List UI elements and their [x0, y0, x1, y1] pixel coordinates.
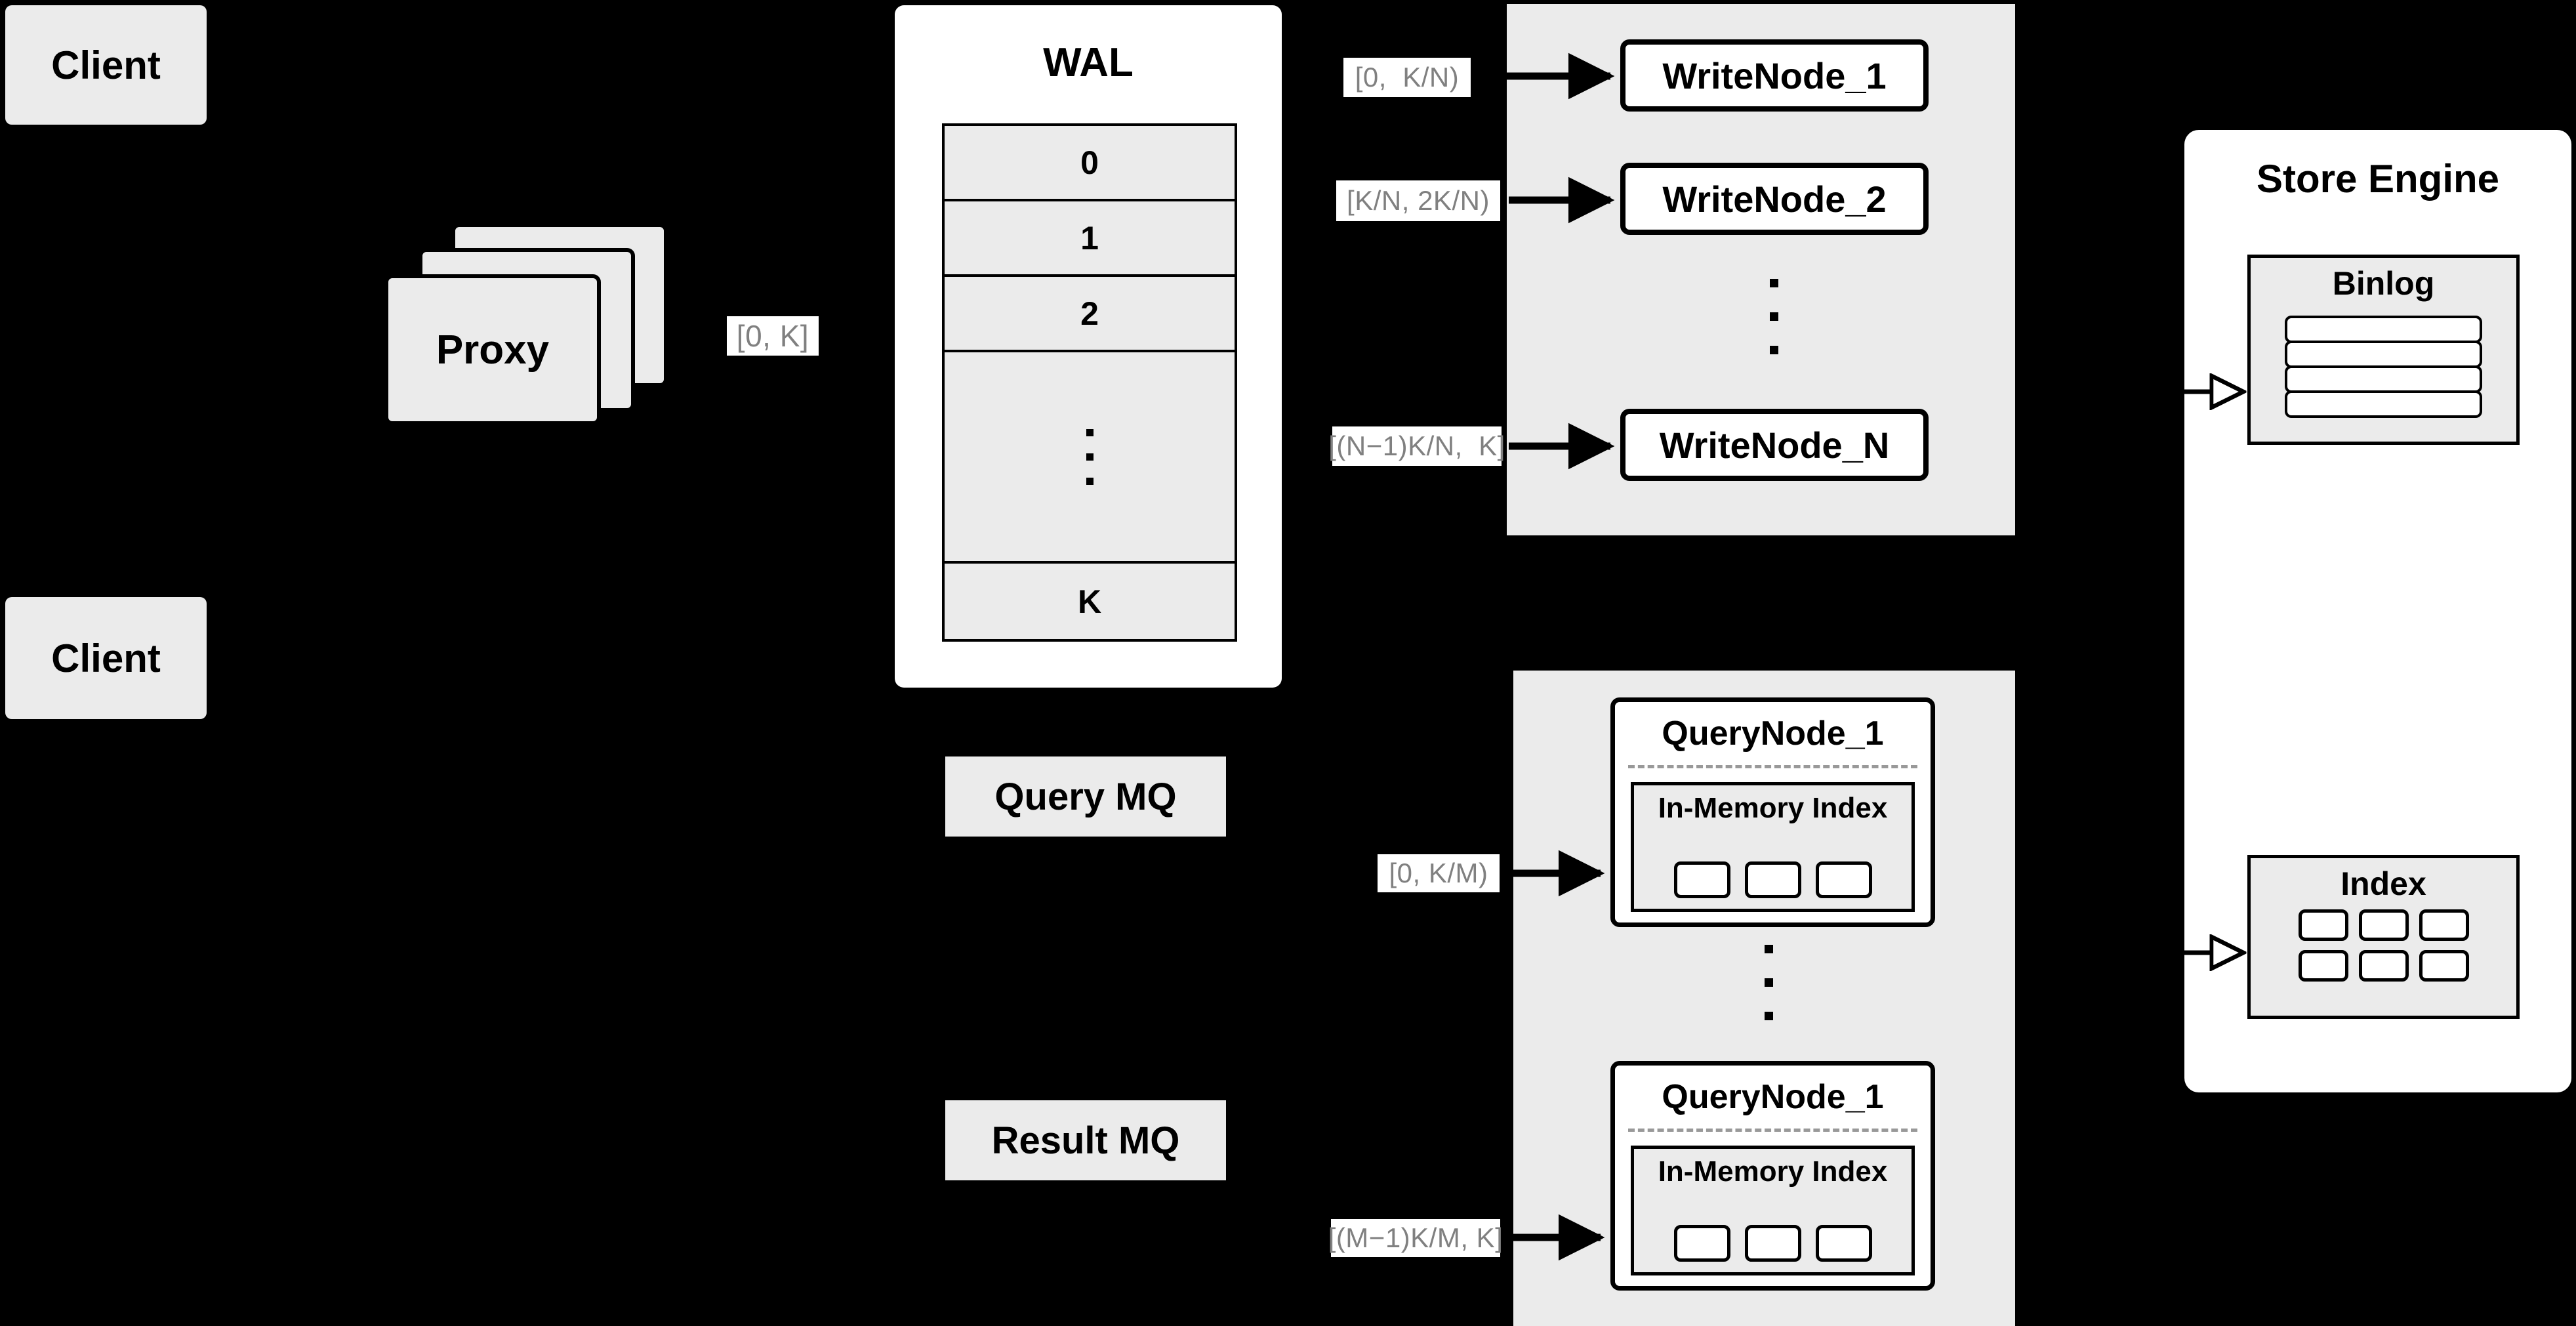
client-label-2: Client	[51, 636, 161, 680]
write-node-1[interactable]: WriteNode_1	[1620, 39, 1929, 112]
index-cell[interactable]	[2358, 950, 2409, 982]
query-node-m-divider	[1628, 1129, 1917, 1132]
index-panel: Index	[2247, 855, 2520, 1019]
query-node-m-title: QueryNode_1	[1662, 1078, 1884, 1116]
range-label-query-node-m: [(M−1)K/M, K]	[1328, 1219, 1503, 1257]
ellipsis-dot	[1086, 453, 1094, 461]
ellipsis-dot	[1765, 978, 1773, 987]
ellipsis-dot	[1765, 945, 1773, 953]
index-cell[interactable]	[1815, 861, 1872, 898]
in-memory-index-1: In-Memory Index	[1631, 782, 1915, 912]
wal-container: WAL 0 1 2 K	[895, 5, 1282, 688]
range-label-write-node-2: [K/N, 2K/N)	[1336, 180, 1500, 221]
client-label-1: Client	[51, 43, 161, 87]
query-node-1-title: QueryNode_1	[1662, 715, 1884, 753]
index-grid	[2251, 909, 2516, 982]
binlog-row[interactable]	[2285, 390, 2482, 418]
ellipsis-dot	[1765, 1012, 1773, 1020]
proxy-box[interactable]: Proxy	[384, 274, 601, 425]
index-title: Index	[2341, 865, 2426, 902]
index-cell[interactable]	[2419, 950, 2469, 982]
result-mq-box[interactable]: Result MQ	[945, 1100, 1226, 1180]
index-cell[interactable]	[1815, 1225, 1872, 1262]
query-mq-label: Query MQ	[994, 775, 1177, 818]
store-engine-container: Store Engine Binlog Index	[2184, 130, 2571, 1092]
wal-entry-table: 0 1 2 K	[942, 123, 1237, 642]
query-node-ellipsis	[1765, 945, 1773, 1020]
wal-entry-ellipsis	[945, 352, 1235, 564]
in-memory-index-m: In-Memory Index	[1631, 1146, 1915, 1275]
binlog-title: Binlog	[2332, 265, 2435, 302]
wal-entry-k[interactable]: K	[945, 564, 1235, 639]
ellipsis-dot	[1086, 477, 1094, 485]
write-node-n[interactable]: WriteNode_N	[1620, 409, 1929, 481]
binlog-rows	[2285, 316, 2482, 418]
range-label-write-node-n: [(N−1)K/N, K]	[1328, 426, 1505, 466]
result-mq-label: Result MQ	[991, 1119, 1180, 1162]
query-mq-box[interactable]: Query MQ	[945, 756, 1226, 837]
store-engine-title: Store Engine	[2256, 157, 2500, 201]
query-node-1-divider	[1628, 765, 1917, 768]
index-cell[interactable]	[2358, 909, 2409, 941]
query-node-1[interactable]: QueryNode_1 In-Memory Index	[1610, 697, 1935, 927]
ellipsis-dot	[1770, 346, 1778, 354]
binlog-row[interactable]	[2285, 316, 2482, 343]
range-label-proxy-to-wal: [0, K]	[727, 316, 819, 356]
wal-title: WAL	[1043, 40, 1134, 85]
ellipsis-dot	[1770, 312, 1778, 321]
index-cell[interactable]	[2298, 950, 2348, 982]
write-node-n-label: WriteNode_N	[1659, 424, 1890, 466]
in-memory-index-m-title: In-Memory Index	[1658, 1155, 1888, 1188]
write-node-2[interactable]: WriteNode_2	[1620, 163, 1929, 235]
client-box-2[interactable]: Client	[5, 597, 207, 719]
write-node-2-label: WriteNode_2	[1662, 178, 1887, 220]
index-cell[interactable]	[2419, 909, 2469, 941]
client-box-1[interactable]: Client	[5, 5, 207, 125]
index-cell[interactable]	[1673, 1225, 1730, 1262]
proxy-label: Proxy	[436, 327, 550, 373]
index-cell[interactable]	[1673, 861, 1730, 898]
write-node-ellipsis	[1770, 279, 1778, 354]
ellipsis-dot	[1086, 428, 1094, 436]
binlog-row[interactable]	[2285, 365, 2482, 393]
in-memory-index-1-title: In-Memory Index	[1658, 792, 1888, 824]
range-label-write-node-1: [0, K/N)	[1343, 58, 1471, 97]
index-cell[interactable]	[1744, 861, 1801, 898]
wal-entry-0[interactable]: 0	[945, 126, 1235, 201]
range-label-query-node-1: [0, K/M)	[1378, 854, 1500, 892]
index-cell[interactable]	[2298, 909, 2348, 941]
wal-entry-2[interactable]: 2	[945, 277, 1235, 352]
query-node-m[interactable]: QueryNode_1 In-Memory Index	[1610, 1061, 1935, 1291]
binlog-row[interactable]	[2285, 341, 2482, 368]
in-memory-index-m-cells	[1634, 1225, 1912, 1262]
in-memory-index-1-cells	[1634, 861, 1912, 898]
binlog-panel: Binlog	[2247, 255, 2520, 445]
wal-entry-1[interactable]: 1	[945, 201, 1235, 277]
ellipsis-dot	[1770, 279, 1778, 287]
write-node-1-label: WriteNode_1	[1662, 54, 1887, 96]
index-cell[interactable]	[1744, 1225, 1801, 1262]
